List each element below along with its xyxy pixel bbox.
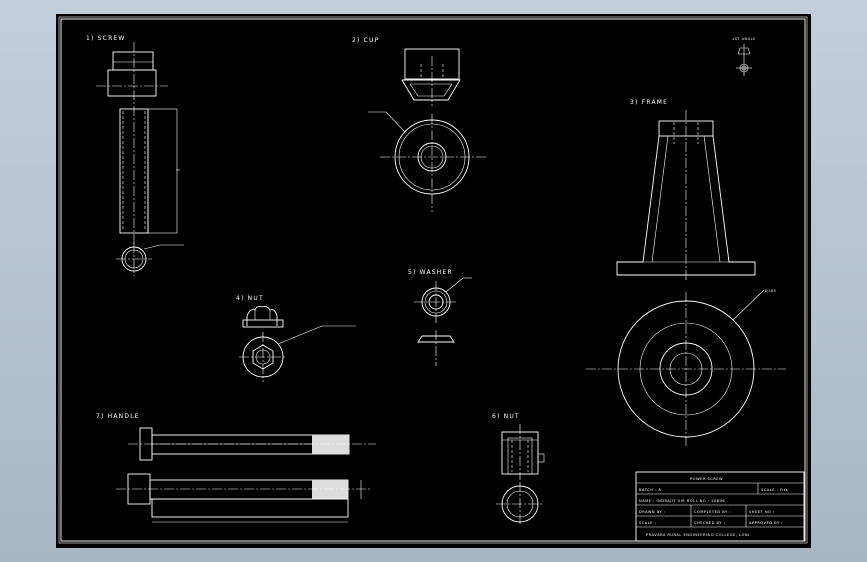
cup-label: 2) CUP bbox=[352, 37, 379, 44]
projection-symbol-label: 1ST ANGLE bbox=[732, 37, 756, 41]
sheet-inner-border bbox=[60, 18, 806, 542]
projection-symbol bbox=[736, 44, 752, 76]
handle-label: 7) HANDLE bbox=[96, 413, 140, 420]
title-block-completed: COMPLETED BY : bbox=[694, 510, 731, 514]
nut-6-view bbox=[496, 424, 545, 526]
frame-dimension: Ø285 bbox=[765, 288, 776, 293]
screw-view bbox=[96, 42, 184, 276]
nut-6-label: 6) NUT bbox=[492, 413, 520, 420]
sheet-outer-border bbox=[58, 16, 808, 544]
title-block-institute: PRAVARA RURAL ENGINEERING COLLEGE, LONI bbox=[646, 533, 750, 537]
title-block bbox=[635, 471, 805, 542]
title-block-sheet: SHEET NO : bbox=[749, 510, 775, 514]
washer-label: 5) WASHER bbox=[408, 269, 453, 276]
knurl-2 bbox=[312, 480, 348, 499]
nut-4-label: 4) NUT bbox=[236, 295, 264, 302]
frame-label: 3) FRAME bbox=[630, 99, 668, 106]
cad-drawing: 1) SCREW 2) CUP 1ST ANGLE bbox=[58, 16, 808, 544]
washer-view bbox=[414, 277, 472, 366]
frame-view bbox=[586, 110, 786, 446]
title-block-scale: SCALE : bbox=[639, 521, 656, 525]
title-block-checked: CHECKED BY : bbox=[694, 521, 725, 525]
title-block-batch: BATCH : A bbox=[639, 488, 661, 492]
title-block-drawn: DRAWN BY : bbox=[639, 510, 666, 514]
screw-label: 1) SCREW bbox=[86, 35, 126, 42]
title-block-scale-type: SCALE : Fits bbox=[761, 488, 788, 492]
knurl-1 bbox=[312, 435, 349, 454]
title-block-approved: APPROVED BY : bbox=[749, 521, 783, 525]
cup-view bbox=[368, 48, 486, 212]
title-block-name: NAME : INDRAJIT SIR ROLL NO : 10806 bbox=[639, 499, 725, 503]
nut-4-view bbox=[239, 305, 356, 382]
handle-view bbox=[116, 427, 376, 523]
drawing-sheet[interactable]: 1) SCREW 2) CUP 1ST ANGLE bbox=[56, 14, 811, 548]
title-block-title: POWER SCREW bbox=[690, 477, 723, 481]
